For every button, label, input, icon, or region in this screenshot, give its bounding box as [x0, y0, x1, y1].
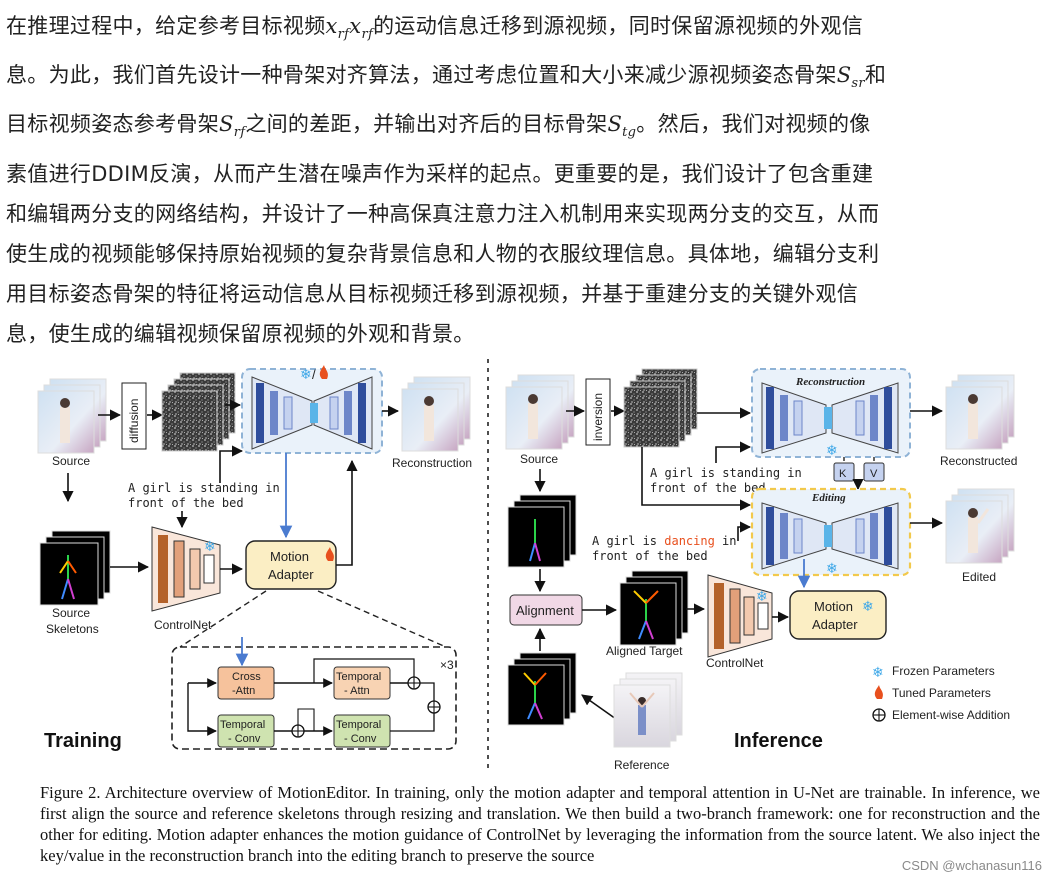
figure-caption: Figure 2. Architecture overview of Motio…	[40, 783, 1040, 865]
training-reconstruction-frames	[401, 376, 471, 452]
inference-prompt1-line2: front of the bed	[650, 481, 766, 495]
adapter-snowflake-icon: ❄	[862, 598, 874, 614]
cross-attn-line1: Cross	[232, 671, 261, 683]
inference-controlnet-label: ControlNet	[706, 656, 764, 670]
para-line-8: 息，使生成的编辑视频保留原视频的外观和背景。	[6, 321, 475, 346]
editing-branch-label: Editing	[811, 492, 846, 504]
para-line-2: 息。为此，我们首先设计一种骨架对齐算法，通过考虑位置和大小来减少源视频姿态骨架S…	[6, 63, 887, 92]
inference-prompt2-line2: front of the bed	[592, 549, 708, 563]
source-skeletons-line2: Skeletons	[46, 622, 99, 636]
inversion-box	[585, 378, 611, 446]
edited-label: Edited	[962, 570, 996, 584]
training-section-label: Training	[44, 730, 122, 752]
inference-section-label: Inference	[734, 730, 823, 752]
temporal-conv-1-line1: Temporal	[220, 719, 265, 731]
reconstruction-branch-label: Reconstruction	[795, 376, 865, 388]
inference-source-frames	[505, 374, 575, 450]
para-line-7: 用目标姿态骨架的特征将运动信息从目标视频迁移到源视频，并基于重建分支的关键外观信	[6, 281, 858, 306]
recon-snowflake-icon: ❄	[826, 442, 838, 458]
training-noise-latents	[161, 372, 236, 452]
para-line-3: 目标视频姿态参考骨架Srf之间的差距，并输出对齐后的目标骨架Stg。然后，我们对…	[6, 112, 871, 141]
controlnet-snowflake-icon: ❄	[204, 538, 216, 554]
v-label: V	[870, 468, 878, 480]
temporal-attn-line2: - Attn	[344, 685, 370, 697]
arrow-noise-edit	[641, 447, 752, 511]
arrow-reference-skeleton	[581, 694, 617, 720]
reference-label: Reference	[614, 758, 670, 772]
inference-motion-adapter	[789, 590, 887, 640]
diffusion-label: diffusion	[127, 399, 141, 443]
training-adapter-line1: Motion	[270, 549, 309, 564]
slash-divider: /	[312, 367, 316, 382]
training-unet	[251, 376, 373, 450]
k-box	[833, 462, 855, 482]
para-line-1: 在推理过程中，给定参考目标视频xrfxrf的运动信息迁移到源视频，同时保留源视频…	[6, 14, 863, 43]
chinese-paragraph: 在推理过程中，给定参考目标视频xrfxrf的运动信息迁移到源视频，同时保留源视频…	[6, 6, 1046, 354]
reference-skeletons	[507, 652, 577, 726]
detail-skip-top	[313, 658, 415, 683]
legend-tuned: Tuned Parameters	[892, 686, 991, 700]
training-source-label: Source	[52, 454, 90, 468]
legend-frozen: Frozen Parameters	[892, 664, 995, 678]
cross-attn-line2: -Attn	[232, 685, 255, 697]
source-skeletons-line1: Source	[52, 606, 90, 620]
edited-frames	[945, 488, 1015, 564]
training-prompt-line2: front of the bed	[128, 496, 244, 510]
arrow-prompt-unet	[219, 445, 244, 483]
architecture-figure: Source diffusion ❄ / Reconstruction A gi…	[37, 359, 1017, 773]
editing-unet	[761, 502, 899, 570]
zoom-line-left	[179, 590, 267, 648]
temporal-attn-line1: Temporal	[336, 671, 381, 683]
snowflake-icon: ❄	[300, 366, 312, 382]
inference-prompt1-line1: A girl is standing in	[650, 466, 802, 480]
arrow-prompt1-recon	[715, 441, 752, 463]
detail-skip-bottom	[297, 708, 315, 731]
adapter-flame-icon	[325, 547, 334, 561]
inference-adapter-line1: Motion	[814, 599, 853, 614]
inference-adapter-line2: Adapter	[812, 617, 858, 632]
arrow-adapter-reconstruction	[336, 459, 358, 566]
edit-snowflake-icon: ❄	[826, 560, 838, 576]
training-controlnet-label: ControlNet	[154, 618, 212, 632]
inference-source-skeletons	[507, 494, 577, 568]
training-prompt-line1: A girl is standing in	[128, 481, 280, 495]
aligned-target-skeletons	[619, 570, 689, 646]
reference-frames	[613, 672, 683, 748]
inversion-label: inversion	[591, 393, 605, 441]
para-line-5: 和编辑两分支的网络结构，并设计了一种高保真注意力注入机制用来实现两分支的交互，从…	[6, 201, 880, 226]
inference-prompt2-line1: A girl is dancing in	[592, 534, 737, 548]
legend-flame-icon	[874, 685, 883, 699]
reconstructed-label: Reconstructed	[940, 454, 1017, 468]
watermark: CSDN @wchanasun116	[901, 858, 1042, 873]
aligned-target-label: Aligned Target	[606, 644, 683, 658]
v-box	[863, 462, 885, 482]
training-source-frames	[37, 378, 107, 454]
alignment-label: Alignment	[516, 603, 574, 618]
legend-addition: Element-wise Addition	[892, 708, 1010, 722]
repeat-label: ×3	[440, 658, 454, 672]
reconstructed-frames	[945, 374, 1015, 450]
flame-icon	[319, 365, 328, 379]
training-controlnet	[151, 526, 221, 612]
inference-source-label: Source	[520, 452, 558, 466]
detail-flow-1	[187, 683, 217, 736]
para-line-4: 素值进行DDIM反演，从而产生潜在噪声作为采样的起点。更重要的是，我们设计了包含…	[6, 161, 874, 186]
k-label: K	[839, 468, 847, 480]
temporal-conv-1-line2: - Conv	[228, 733, 261, 745]
training-adapter-line2: Adapter	[268, 567, 314, 582]
temporal-conv-2-line2: - Conv	[344, 733, 377, 745]
diffusion-box	[121, 382, 147, 450]
inf-controlnet-snowflake-icon: ❄	[756, 588, 768, 604]
inference-noise-latents	[623, 368, 698, 448]
inference-controlnet	[707, 574, 773, 658]
zoom-line-right	[317, 590, 447, 648]
temporal-conv-2-line1: Temporal	[336, 719, 381, 731]
training-reconstruction-label: Reconstruction	[392, 456, 472, 470]
para-line-6: 使生成的视频能够保持原始视频的复杂背景信息和人物的衣服纹理信息。具体地，编辑分支…	[6, 241, 880, 266]
legend-snowflake-icon: ❄	[872, 664, 884, 680]
reconstruction-unet	[761, 382, 899, 454]
training-source-skeletons	[39, 530, 111, 606]
arrow-prompt2-edit	[737, 521, 752, 541]
